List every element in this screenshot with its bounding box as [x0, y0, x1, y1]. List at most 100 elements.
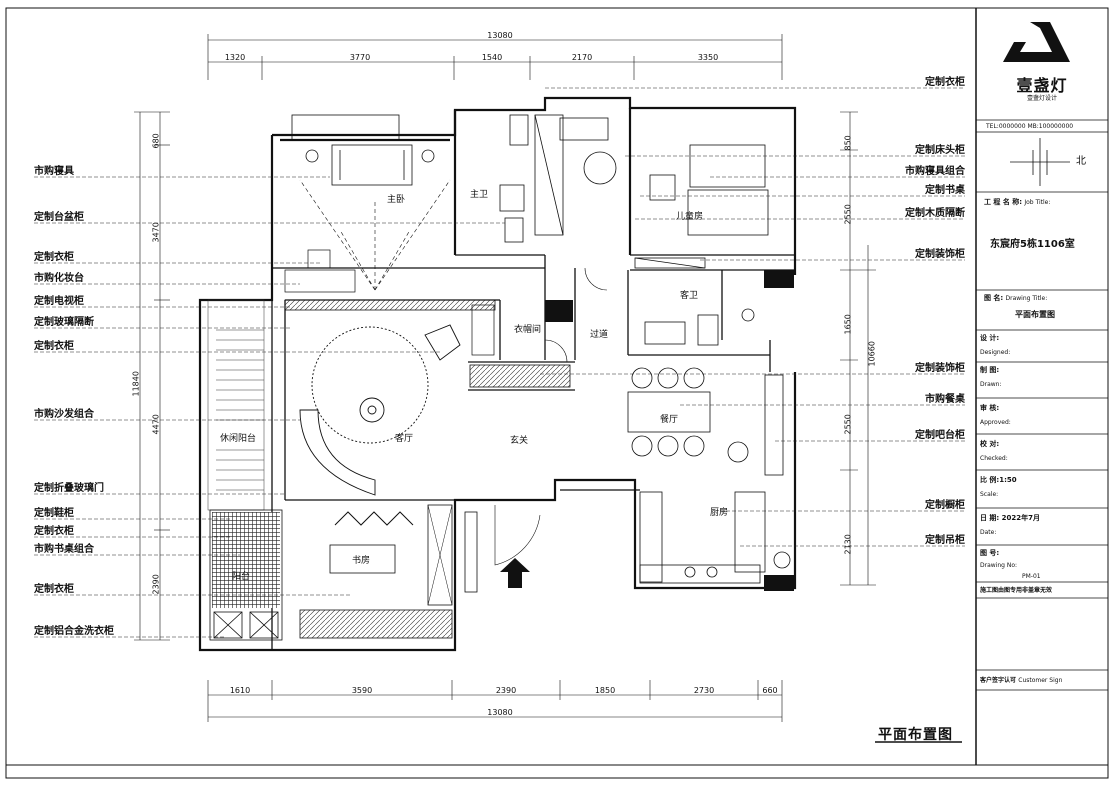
structural-columns — [545, 270, 794, 591]
left-dim-3: 4470 — [151, 414, 161, 435]
dresser — [284, 269, 356, 293]
bottom-dim-4: 1850 — [594, 686, 616, 695]
overall-right-dimension: 10660 — [867, 341, 877, 367]
left-dimensions — [134, 111, 170, 641]
compass-icon — [1010, 138, 1070, 186]
checked-en: Checked: — [980, 455, 1008, 462]
callout-left-3: 定制衣柜 — [34, 252, 74, 263]
room-corridor: 过道 — [590, 330, 609, 340]
callout-right-4: 定制书桌 — [925, 185, 965, 196]
date-label: 日 期: 2022年7月 — [980, 514, 1041, 522]
callout-left-5: 定制电视柜 — [34, 296, 84, 307]
entry-arrow — [500, 558, 530, 588]
callout-left-12: 市购书桌组合 — [34, 544, 94, 555]
top-dimensions — [207, 34, 783, 80]
callout-right-1: 定制衣柜 — [925, 77, 965, 88]
top-dim-3: 1540 — [481, 53, 503, 62]
bottom-dim-6: 660 — [762, 686, 778, 695]
callout-right-9: 定制吧台柜 — [915, 430, 965, 441]
validity-note: 施工图由图专用非盖章无效 — [980, 587, 1053, 594]
right-dim-5: 2130 — [843, 534, 853, 555]
approved-label: 审 核: — [980, 404, 1000, 412]
brand-name: 壹盏灯 — [1016, 76, 1068, 95]
decor-cabinet — [469, 364, 571, 388]
right-dim-4: 2550 — [843, 414, 853, 435]
room-study: 书房 — [352, 556, 371, 566]
room-living: 客厅 — [395, 434, 414, 444]
drawing-no-en: Drawing No: — [980, 562, 1018, 569]
folding-glass-door — [334, 511, 414, 526]
compass-north-label: 北 — [1076, 156, 1086, 167]
drawing-name-label-cn: 图 名: — [984, 294, 1004, 302]
overall-top-dimension: 13080 — [487, 31, 513, 40]
room-foyer: 玄关 — [510, 436, 529, 446]
right-dim-2: 2550 — [843, 204, 853, 225]
room-dining: 餐厅 — [660, 415, 679, 425]
title-block-lines — [976, 119, 1108, 691]
vanity-stool — [307, 249, 331, 269]
top-dim-1: 1320 — [224, 53, 246, 62]
room-kitchen: 厨房 — [710, 508, 729, 518]
master-light-fan — [299, 179, 451, 291]
bottom-dim-1: 1610 — [229, 686, 251, 695]
project-label: 工 程 名 称: Job Title: — [984, 198, 1099, 207]
callout-right-11: 定制吊柜 — [925, 535, 965, 546]
corridor-door — [584, 267, 608, 291]
drawing-name-label-en: Drawing Title: — [1005, 295, 1048, 302]
client-sign-en: Customer Sign — [1018, 677, 1063, 684]
drawn-en: Drawn: — [980, 381, 1002, 388]
living-sofa — [299, 324, 461, 496]
left-dim-1: 680 — [151, 133, 161, 149]
room-leisure-balcony: 休闲阳台 — [220, 434, 257, 444]
scale-en: Scale: — [980, 491, 999, 498]
kitchen-cabinets — [639, 491, 791, 584]
drawing-name-label: 图 名: Drawing Title: — [984, 294, 1099, 303]
cloakroom-door — [544, 339, 568, 363]
drawing-name: 平面布置图 — [1015, 310, 1055, 319]
scale-label: 比 例:1:50 — [980, 476, 1017, 484]
callout-left-4: 市购化妆台 — [34, 273, 84, 284]
callout-right-10: 定制橱柜 — [925, 500, 965, 511]
study-wardrobe-bottom — [299, 609, 453, 639]
designed-en: Designed: — [980, 349, 1011, 356]
cloakroom-rail — [471, 304, 495, 356]
approved-en: Approved: — [980, 419, 1011, 426]
drawing-no-label: 图 号: — [980, 549, 1000, 557]
master-bath-fixtures — [499, 114, 564, 243]
overall-left-dimension: 11840 — [131, 371, 141, 397]
left-dim-2: 3470 — [151, 222, 161, 243]
contact-info: TEL:0000000 MB:100000000 — [986, 123, 1074, 130]
tv-cabinet — [284, 299, 496, 311]
callout-left-11: 定制衣柜 — [34, 526, 74, 537]
plan-title: 平面布置图 — [878, 727, 953, 743]
callout-left-6: 定制玻璃隔断 — [34, 317, 94, 328]
study-desk — [329, 544, 396, 574]
right-dimensions — [840, 111, 876, 586]
callout-left-13: 定制衣柜 — [34, 584, 74, 595]
partitions — [271, 254, 795, 650]
top-dim-4: 2170 — [571, 53, 593, 62]
brand-logo-icon — [1003, 22, 1070, 62]
top-dim-2: 3770 — [349, 53, 371, 62]
top-dim-5: 3350 — [697, 53, 719, 62]
callout-left-8: 市购沙发组合 — [34, 409, 94, 420]
bottom-dim-3: 2390 — [495, 686, 517, 695]
callout-right-8: 市购餐桌 — [925, 394, 965, 405]
bottom-dimensions — [207, 680, 783, 722]
callout-left-1: 市购寝具 — [34, 166, 74, 177]
drawing-no: PM-01 — [1022, 573, 1041, 580]
project-name: 东宸府5栋1106室 — [990, 239, 1075, 250]
room-laundry-balcony: 阳台 — [232, 572, 251, 582]
room-kids: 儿童房 — [676, 212, 704, 222]
balcony-slats — [207, 299, 265, 511]
project-label-en: Job Title: — [1024, 199, 1051, 206]
callout-right-3: 市购寝具组合 — [905, 166, 965, 177]
master-bed — [291, 114, 435, 186]
sheet-frame — [5, 7, 1109, 779]
callout-left-9: 定制折叠玻璃门 — [34, 483, 104, 494]
callout-left-2: 定制台盆柜 — [34, 212, 84, 223]
dining-table — [627, 367, 784, 476]
study-wardrobe — [427, 504, 453, 606]
laundry-balcony — [209, 509, 283, 641]
